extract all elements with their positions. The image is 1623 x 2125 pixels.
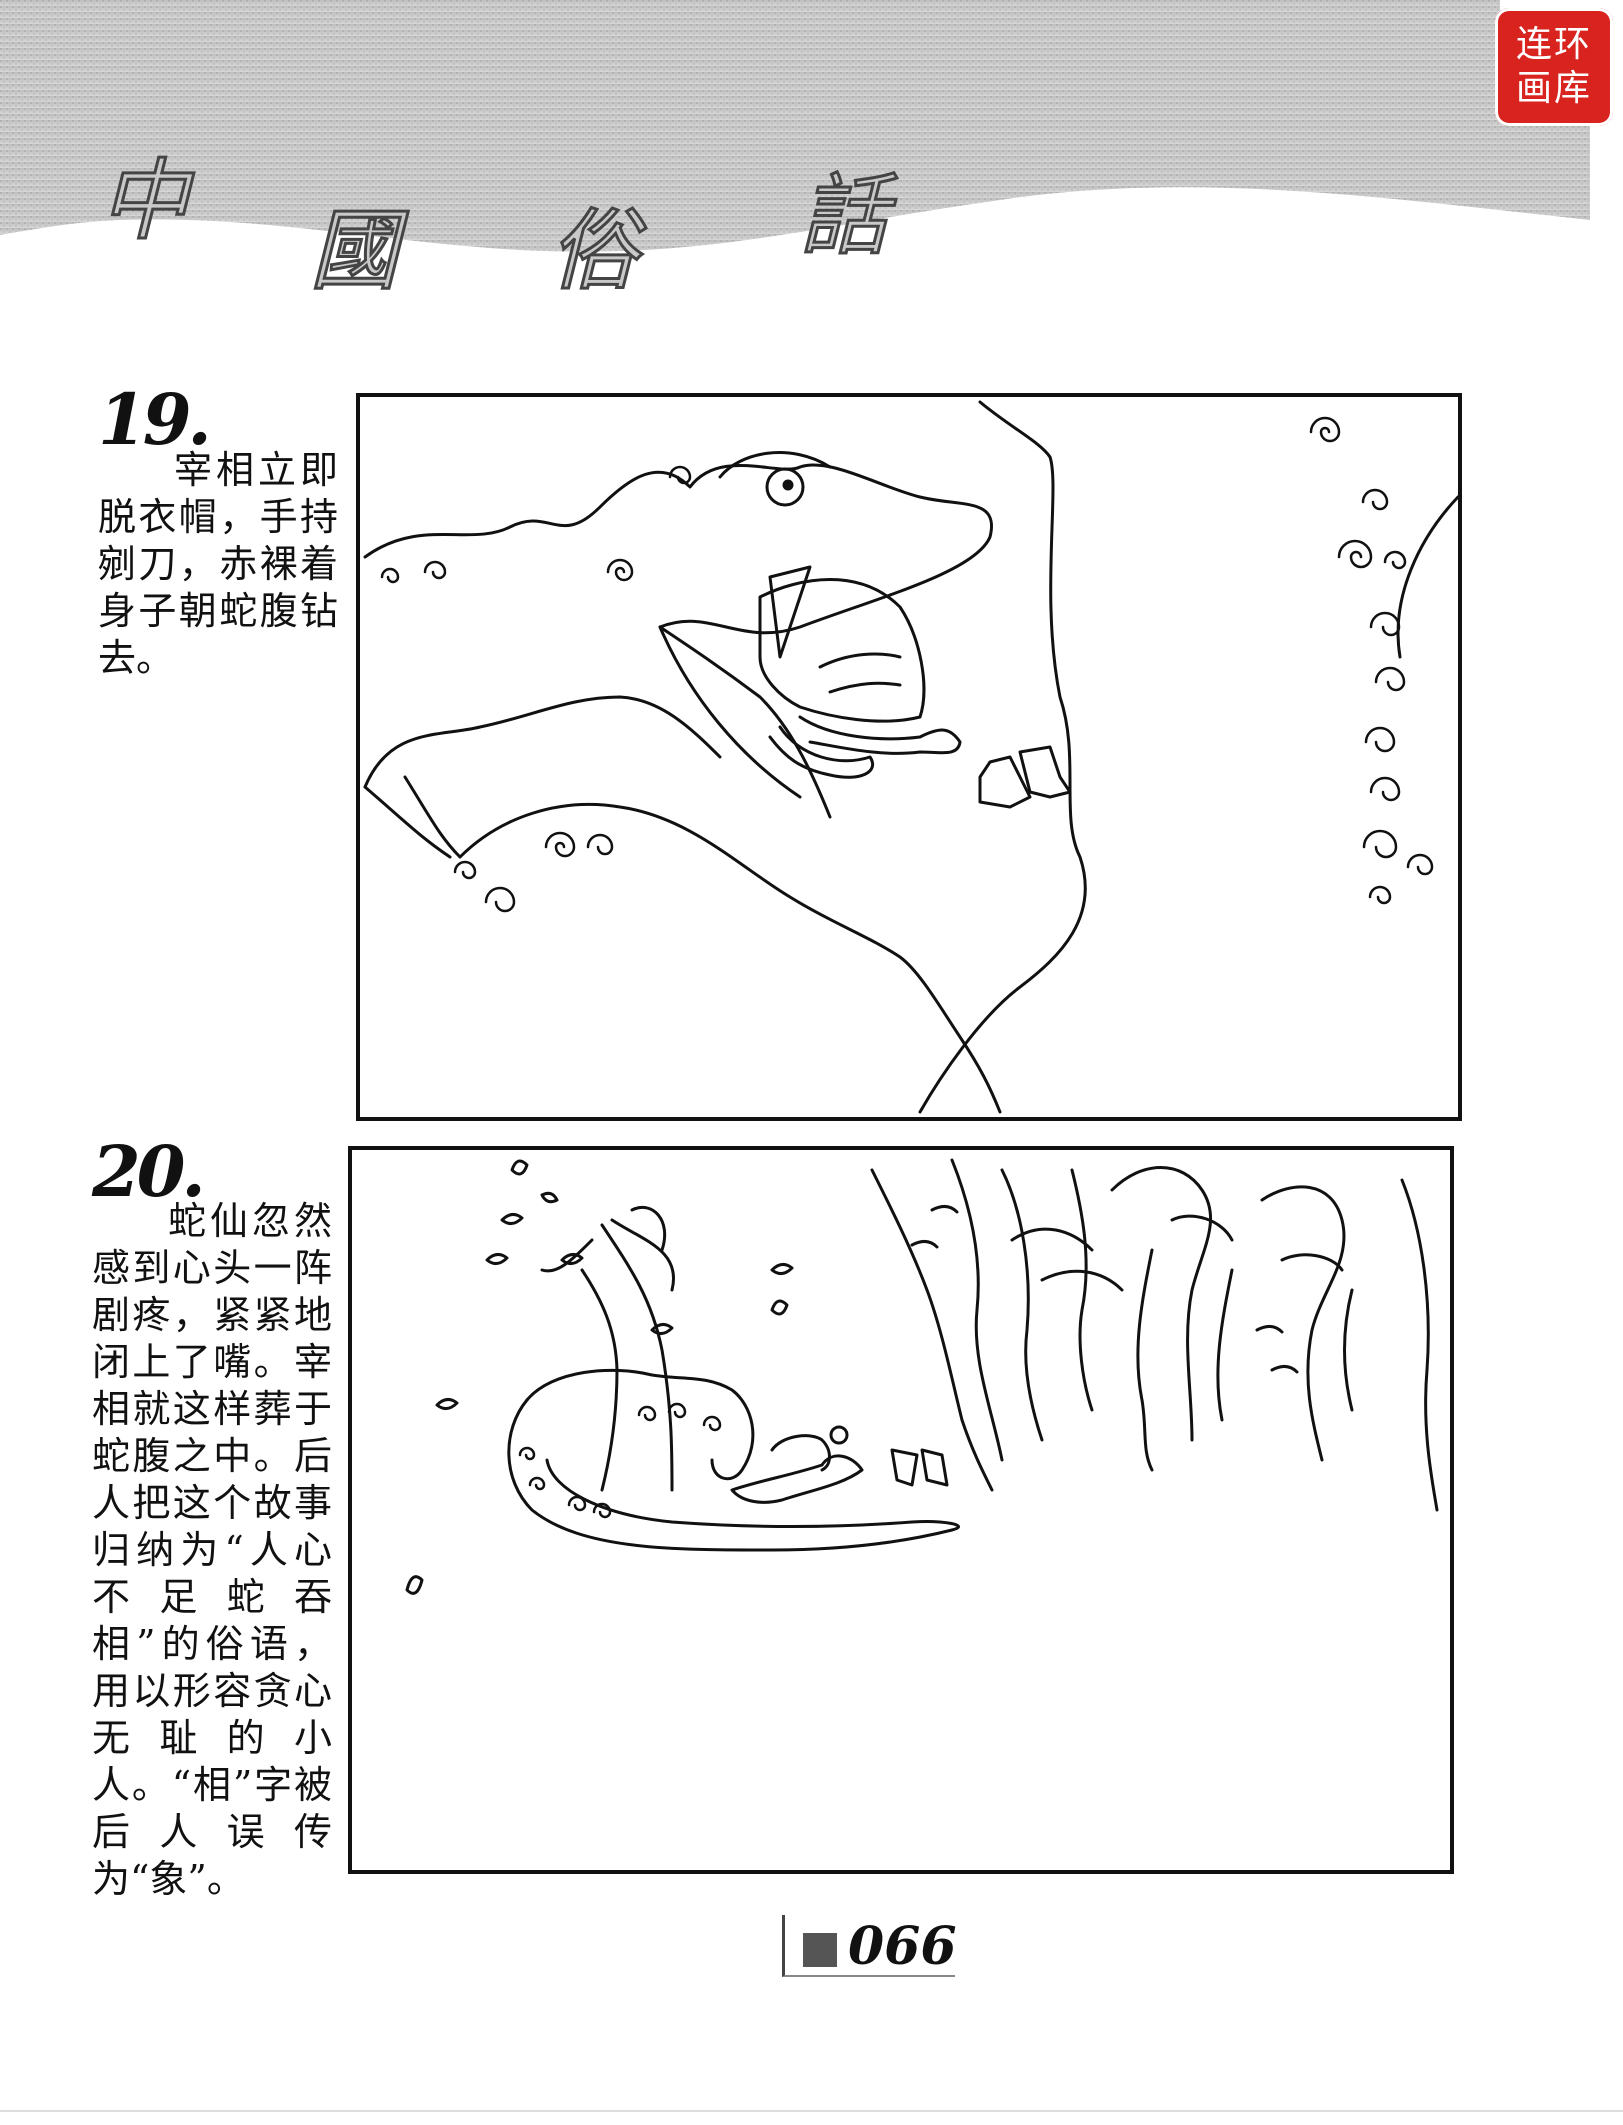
title-char-1: 中 [98, 148, 189, 254]
library-seal-logo: 连环 画库 [1495, 8, 1613, 126]
page-number-frame [782, 1915, 955, 1977]
panel-number-20: 20. [92, 1130, 206, 1213]
title-char-4: 話 [798, 163, 889, 269]
panel-illustration-20 [348, 1146, 1454, 1874]
page-number: 066 [848, 1916, 957, 1977]
bottom-rule [0, 2110, 1623, 2112]
seal-line-1: 连环 [1515, 24, 1592, 65]
panel-number-19: 19. [98, 378, 212, 461]
seal-line-2: 画库 [1515, 68, 1592, 109]
title-char-3: 俗 [548, 198, 639, 304]
page-number-square-icon [803, 1933, 837, 1967]
banner-wave-background [0, 0, 1590, 252]
snake-swallowing-minister-drawing [363, 400, 1458, 1114]
panel-caption-19: 宰相立即脱衣帽，手持剜刀，赤裸着身子朝蛇腹钻去。 [98, 448, 338, 680]
title-char-2: 國 [308, 198, 399, 304]
panel-illustration-19 [356, 393, 1462, 1121]
panel-caption-20: 蛇仙忽然感到心头一阵剧疼，紧紧地闭上了嘴。宰相就这样葬于蛇腹之中。后人把这个故事… [92, 1199, 332, 1901]
snake-trees-clothes-drawing [405, 1158, 1439, 1595]
header-banner: 中 國 俗 話 [0, 0, 1623, 304]
